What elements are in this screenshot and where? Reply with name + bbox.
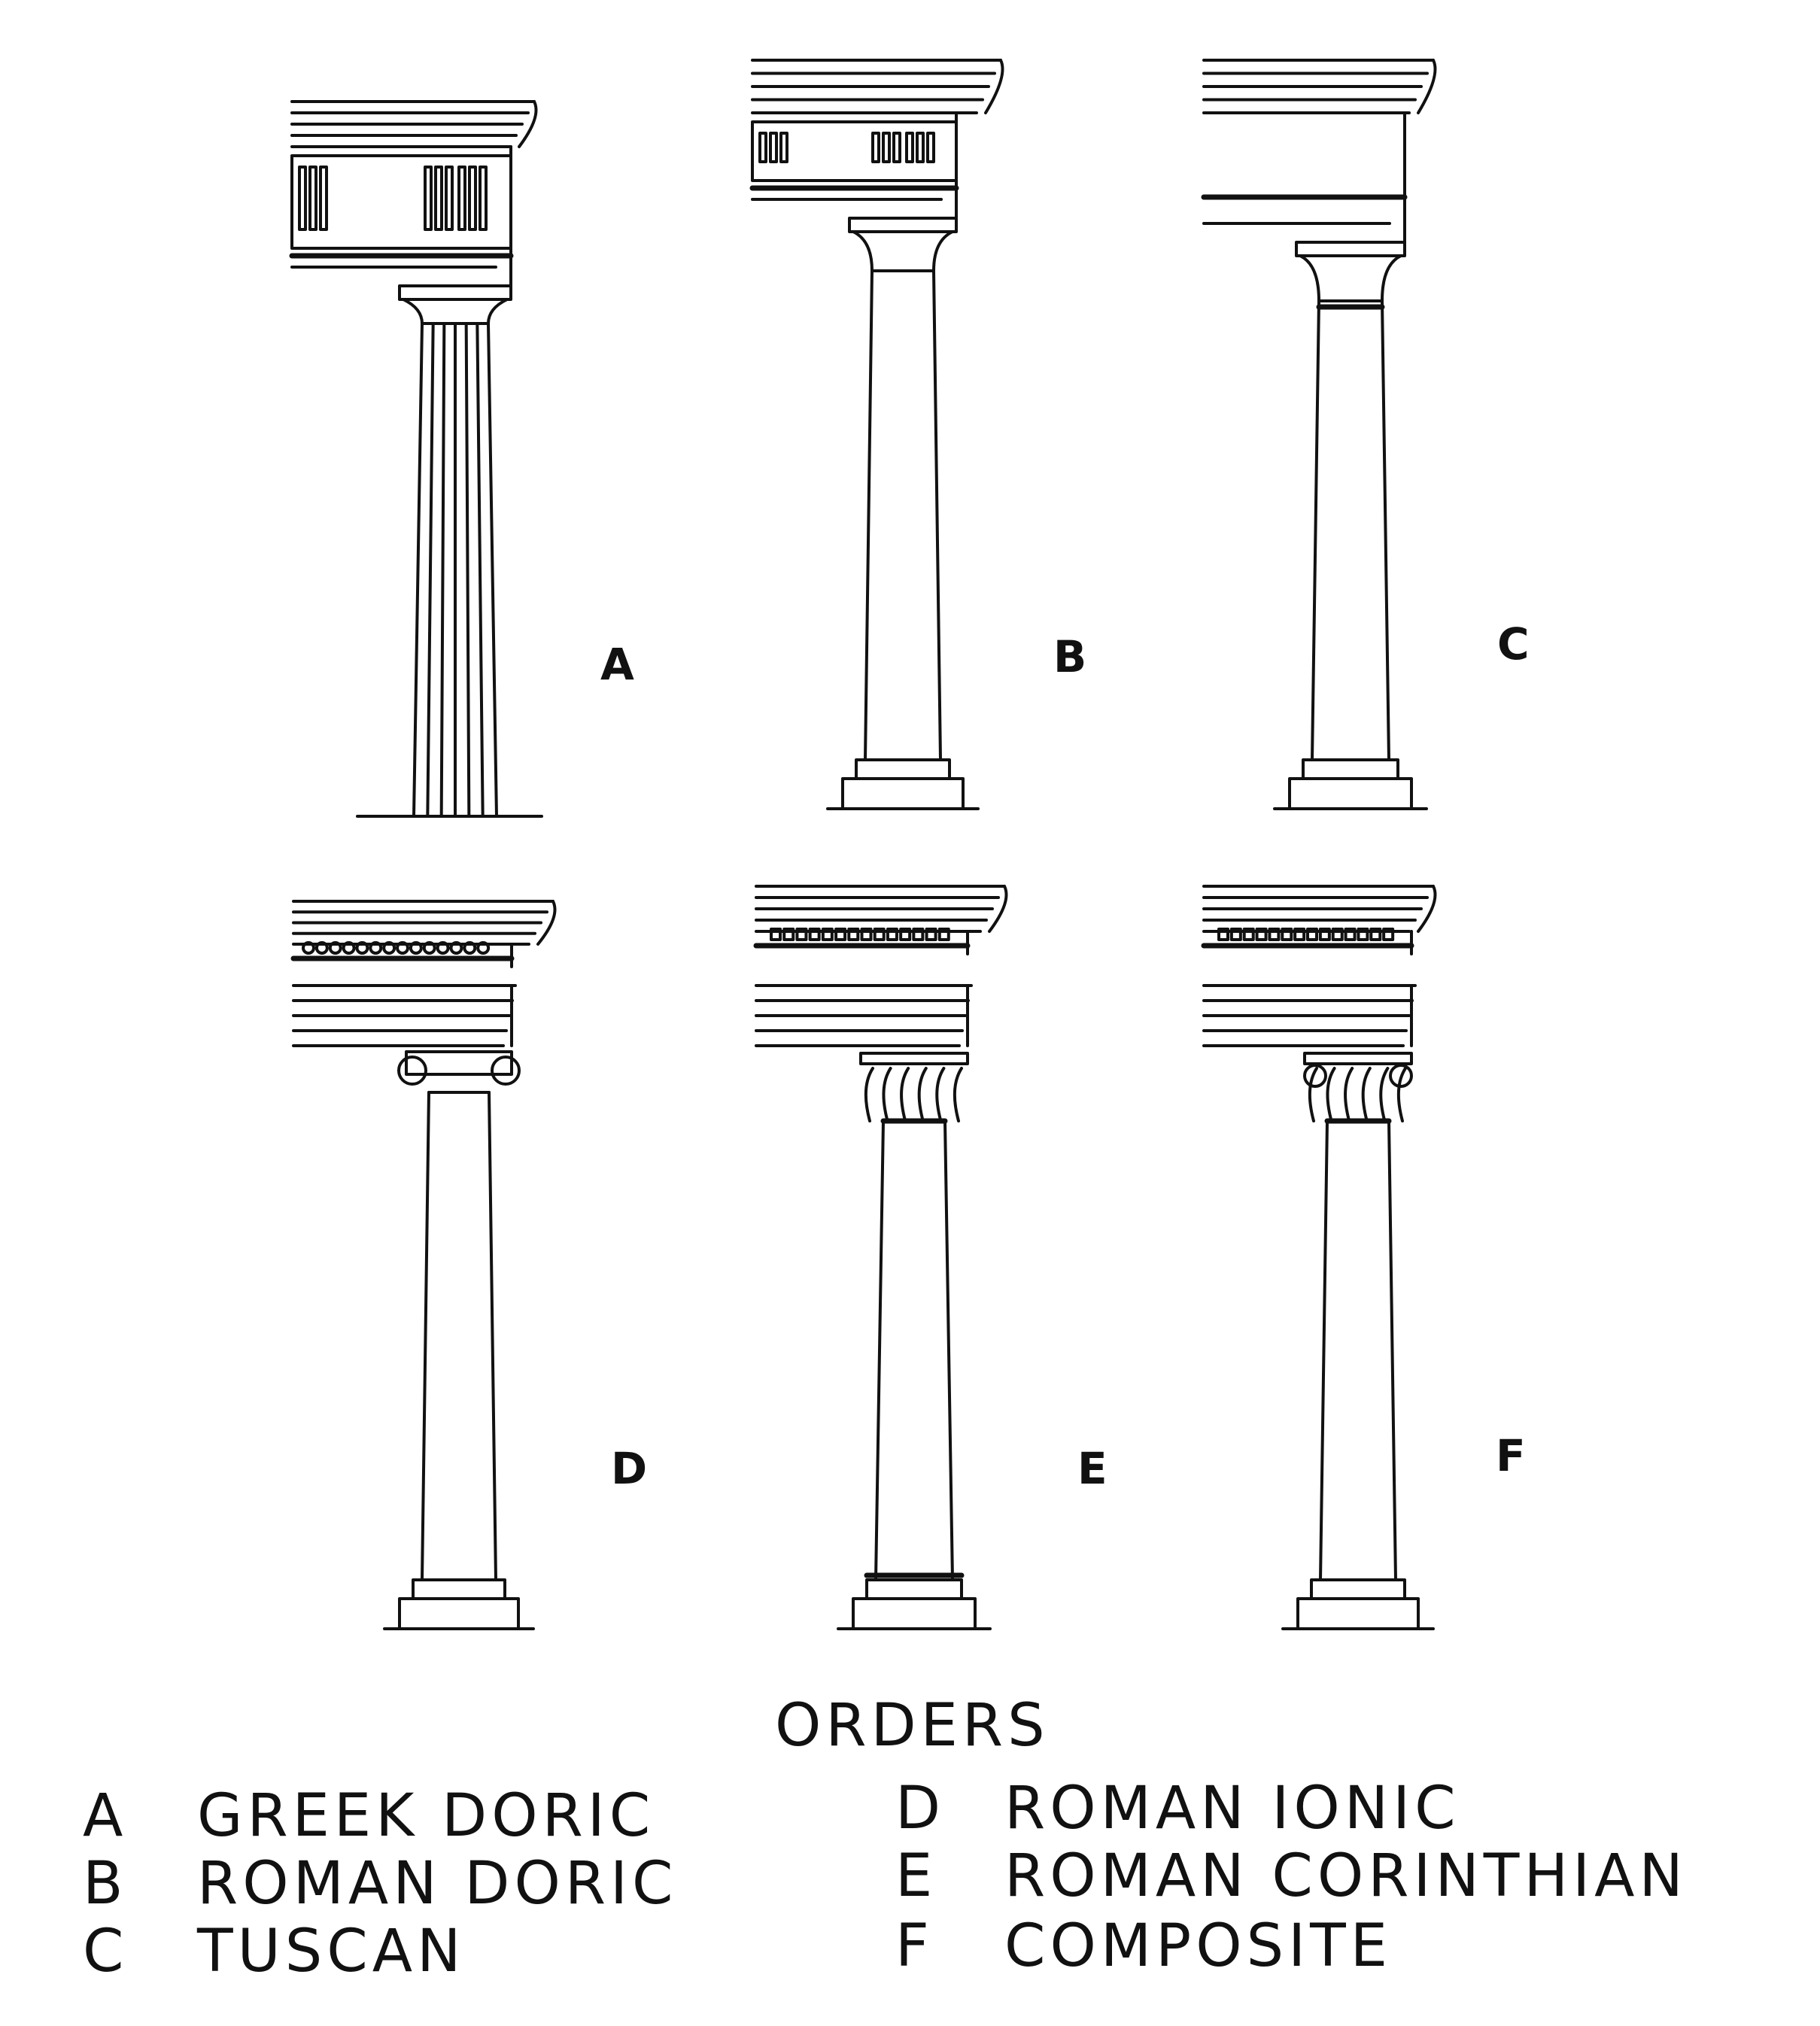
legend-letter-c: C (83, 1918, 129, 1985)
entablature-f (1201, 885, 1437, 1047)
legend-name-b: ROMAN DORIC (197, 1850, 678, 1918)
column-label-f: F (1496, 1430, 1526, 1481)
column-d: D (290, 900, 647, 1630)
shaft-a (412, 322, 498, 818)
legend-name-d: ROMAN IONIC (1004, 1775, 1460, 1842)
capital-c (1295, 241, 1406, 310)
legend-letter-d: D (895, 1775, 946, 1842)
base-e (837, 1572, 992, 1630)
capital-b (848, 217, 958, 272)
entablature-c (1201, 59, 1437, 244)
legend-letter-f: F (895, 1912, 934, 1980)
figure-title: ORDERS (775, 1692, 1050, 1760)
column-label-e: E (1077, 1443, 1107, 1494)
legend-letter-b: B (83, 1850, 128, 1918)
capital-d (397, 1050, 521, 1094)
column-label-c: C (1497, 618, 1530, 670)
base-c (1273, 758, 1428, 810)
column-f: F (1201, 885, 1526, 1630)
entablature-d (290, 900, 557, 1047)
shaft-e (874, 1119, 954, 1581)
legend-name-e: ROMAN CORINTHIAN (1004, 1842, 1688, 1910)
column-label-b: B (1053, 631, 1086, 682)
base-d (383, 1578, 535, 1630)
shaft-f (1319, 1119, 1397, 1581)
legend-name-c: TUSCAN (197, 1918, 466, 1985)
base-b (826, 758, 980, 810)
capital-e (859, 1052, 969, 1124)
column-label-a: A (600, 639, 634, 690)
column-b: B (749, 59, 1086, 810)
legend-letter-a: A (83, 1782, 128, 1850)
capital-f (1303, 1052, 1413, 1124)
column-e: E (753, 885, 1107, 1630)
shaft-c (1311, 299, 1390, 761)
legend-name-a: GREEK DORIC (197, 1782, 655, 1850)
legend-name-f: COMPOSITE (1004, 1912, 1393, 1980)
entablature-a (289, 100, 538, 287)
column-c: C (1201, 59, 1530, 810)
shaft-b (864, 269, 942, 761)
shaft-d (421, 1091, 497, 1581)
base-f (1281, 1578, 1435, 1630)
column-label-d: D (611, 1443, 647, 1494)
entablature-b (749, 59, 1004, 220)
column-a: A (289, 100, 634, 818)
capital-a (398, 284, 512, 325)
legend-letter-e: E (895, 1842, 937, 1910)
entablature-e (753, 885, 1008, 1047)
column-drawings: A B C D E F (289, 59, 1530, 1630)
